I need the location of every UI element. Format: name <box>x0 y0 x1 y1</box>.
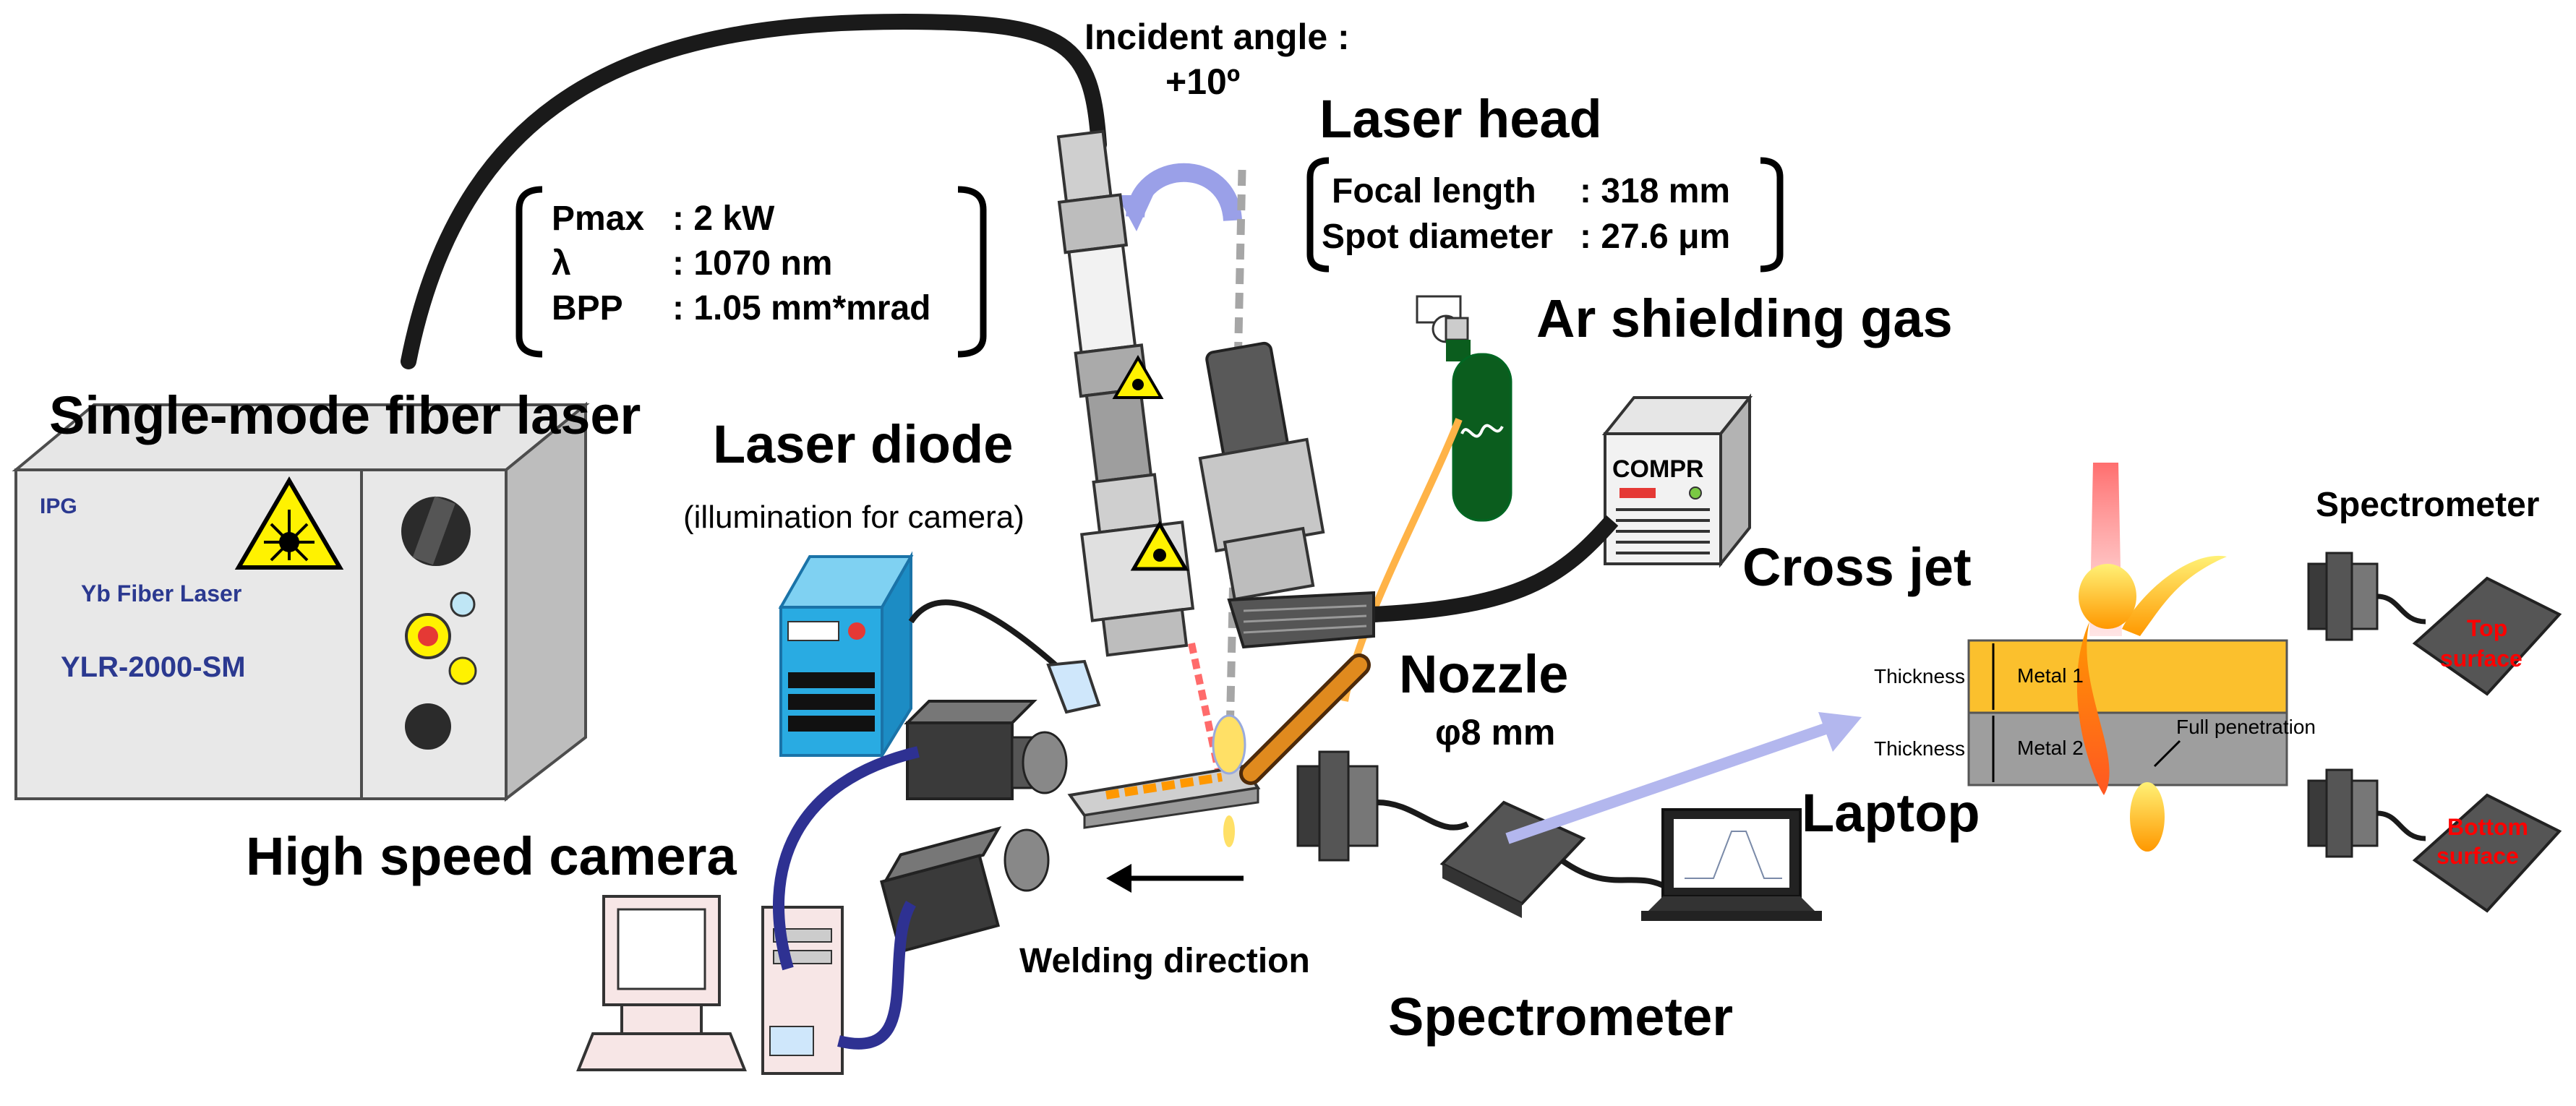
spectrometer-cable <box>1377 800 1469 831</box>
spectrometer-top: Top surface <box>2307 552 2562 696</box>
metal-2-label: Metal 2 <box>2017 737 2084 759</box>
head-warning-icon-lower <box>1130 520 1189 571</box>
coaxial-camera <box>1198 341 1325 601</box>
cross-jet-hose <box>1373 515 1619 622</box>
camera-pc <box>576 895 844 1075</box>
fiber-laser-label: Single-mode fiber laser <box>49 385 641 445</box>
compressor-label: COMPR <box>1612 455 1704 483</box>
high-speed-camera-lower <box>879 826 1050 953</box>
incident-angle-value: +10º <box>1165 61 1240 102</box>
laser-head-spec-box: Focal length : 318 mm Spot diameter : 27… <box>1306 157 1784 273</box>
laser-head <box>1056 129 1195 657</box>
laser-diode-unit <box>778 551 914 761</box>
thickness-label-2: Thickness <box>1874 737 1965 760</box>
metal-2-layer <box>1967 711 2288 786</box>
fiber-laser-unit: IPG Yb Fiber Laser YLR-2000-SM <box>12 401 590 802</box>
focal-length-key: Focal length <box>1332 172 1536 210</box>
spot-diameter-val: : 27.6 μm <box>1580 218 1730 256</box>
head-warning-icon-upper <box>1112 355 1164 399</box>
laser-brand: IPG <box>40 494 77 518</box>
laser-warning-icon <box>234 476 344 570</box>
high-speed-camera-upper <box>904 700 1068 800</box>
top-surface-label-1: Top <box>2467 615 2507 641</box>
keyhole <box>2076 622 2110 795</box>
bottom-surface-label-1: Bottom <box>2447 814 2528 840</box>
stop-button <box>405 703 451 750</box>
laptop-label: Laptop <box>1802 783 1980 843</box>
gas-nozzle <box>1239 653 1371 785</box>
camera-cable <box>773 746 920 971</box>
gas-cylinder <box>1416 295 1512 522</box>
spectrometer-bottom-right: Bottom surface <box>2307 768 2562 913</box>
bottom-surface-label-2: surface <box>2436 843 2519 869</box>
spec-key-bpp: BPP <box>552 289 623 327</box>
laser-head-label: Laser head <box>1319 89 1602 149</box>
thickness-label-1: Thickness <box>1874 665 1965 687</box>
metal-1-layer <box>1967 639 2288 714</box>
diode-lens-icon <box>1046 659 1101 714</box>
welding-direction-label: Welding direction <box>1019 942 1310 980</box>
fiber-cable <box>401 13 1107 369</box>
indicator-light-blue <box>450 591 476 617</box>
welding-direction-arrow <box>1106 864 1244 893</box>
metal-1-label: Metal 1 <box>2017 664 2084 687</box>
weld-plume <box>1212 714 1246 847</box>
incident-angle-label: Incident angle : <box>1084 17 1350 57</box>
nozzle-label: Nozzle <box>1399 644 1568 704</box>
nozzle-diameter: φ8 mm <box>1435 712 1555 753</box>
spec-val-pmax: : 2 kW <box>672 200 775 238</box>
focal-length-val: : 318 mm <box>1580 172 1730 210</box>
cross-jet-nozzle <box>1227 591 1375 649</box>
spectrometer-collimator <box>1296 750 1379 862</box>
spectrometer-right-label: Spectrometer <box>2316 486 2539 524</box>
diode-cable <box>908 599 1058 668</box>
spectrometer-bottom-label: Spectrometer <box>1388 987 1733 1047</box>
laptop-cable <box>1559 857 1672 892</box>
laser-type: Yb Fiber Laser <box>81 580 241 606</box>
spec-val-bpp: : 1.05 mm*mrad <box>672 289 931 327</box>
full-penetration-label: Full penetration <box>2176 716 2316 738</box>
spec-key-wavelength: λ <box>552 244 571 283</box>
spec-key-pmax: Pmax <box>552 200 644 238</box>
laser-diode-label: Laser diode <box>713 414 1013 474</box>
cross-section: Thickness Thickness Metal 1 Metal 2 Full… <box>1874 463 2316 852</box>
bottom-plume <box>2130 782 2165 852</box>
top-surface-label-2: surface <box>2440 646 2522 672</box>
laptop <box>1641 808 1822 921</box>
spec-val-wavelength: : 1070 nm <box>672 244 832 283</box>
laser-beam <box>1188 642 1223 775</box>
compressor: COMPR <box>1601 393 1753 568</box>
workpiece <box>1067 764 1261 829</box>
key-switch-icon <box>401 496 471 566</box>
top-plume <box>2122 555 2227 636</box>
laser-model: YLR-2000-SM <box>61 651 246 683</box>
indicator-light-yellow <box>448 656 477 685</box>
camera-cable-lower <box>837 901 917 1050</box>
laser-spec-box: Pmax : 2 kW λ : 1070 nm BPP : 1.05 mm*mr… <box>515 186 987 358</box>
ar-gas-label: Ar shielding gas <box>1536 288 1953 348</box>
spot-diameter-key: Spot diameter <box>1322 218 1553 256</box>
connector-arrow <box>1505 712 1862 844</box>
cross-jet-label: Cross jet <box>1742 537 1972 597</box>
high-speed-camera-label: High speed camera <box>246 826 737 886</box>
illumination-note: (illumination for camera) <box>683 500 1024 535</box>
